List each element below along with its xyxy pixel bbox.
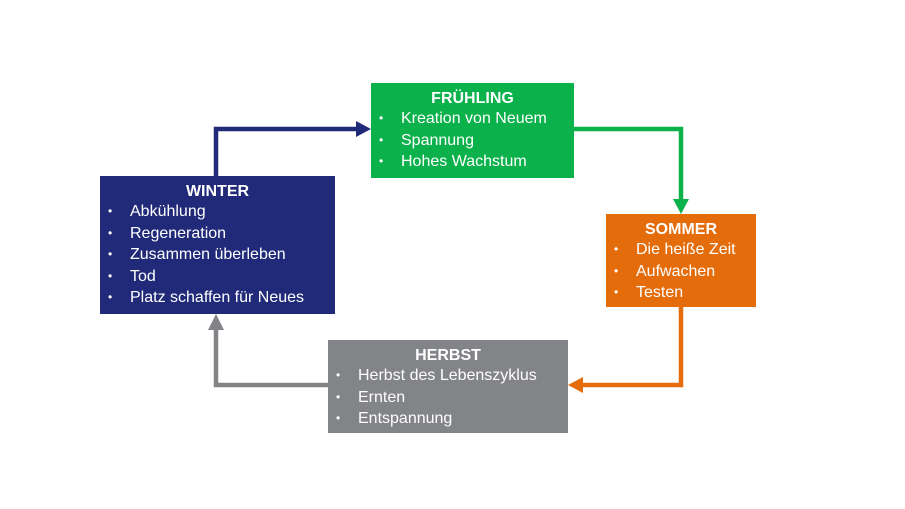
list-item: Hohes Wachstum [379,151,566,173]
season-list-herbst: Herbst des Lebenszyklus Ernten Entspannu… [336,365,560,430]
connector-sommer-to-herbst [583,307,684,388]
list-item: Zusammen überleben [108,244,327,266]
arrowhead-winter-to-fruehling [356,121,371,137]
list-item: Platz schaffen für Neues [108,287,327,309]
season-title-fruehling: FRÜHLING [431,90,514,107]
season-list-winter: Abkühlung Regeneration Zusammen überlebe… [108,201,327,309]
season-box-herbst: HERBST Herbst des Lebenszyklus Ernten En… [328,340,568,433]
connector-fruehling-to-sommer [574,126,684,200]
list-item: Regeneration [108,223,327,245]
connector-winter-to-fruehling [213,126,358,176]
list-item: Spannung [379,130,566,152]
list-item: Testen [614,282,748,304]
season-title-winter: WINTER [185,183,250,200]
season-title-herbst: HERBST [415,347,481,364]
list-item: Abkühlung [108,201,327,223]
season-box-winter: WINTER Abkühlung Regeneration Zusammen ü… [100,176,335,314]
season-box-fruehling: FRÜHLING Kreation von Neuem Spannung Hoh… [371,83,574,178]
arrowhead-fruehling-to-sommer [673,199,689,214]
list-item: Aufwachen [614,261,748,283]
list-item: Tod [108,266,327,288]
arrowhead-sommer-to-herbst [568,377,583,393]
season-title-sommer: SOMMER [645,221,717,238]
list-item: Die heiße Zeit [614,239,748,261]
list-item: Ernten [336,387,560,409]
list-item: Kreation von Neuem [379,108,566,130]
list-item: Herbst des Lebenszyklus [336,365,560,387]
season-box-sommer: SOMMER Die heiße Zeit Aufwachen Testen [606,214,756,307]
arrowhead-herbst-to-winter [208,314,224,330]
season-list-sommer: Die heiße Zeit Aufwachen Testen [614,239,748,304]
list-item: Entspannung [336,408,560,430]
season-list-fruehling: Kreation von Neuem Spannung Hohes Wachst… [379,108,566,173]
connector-herbst-to-winter [213,328,328,388]
